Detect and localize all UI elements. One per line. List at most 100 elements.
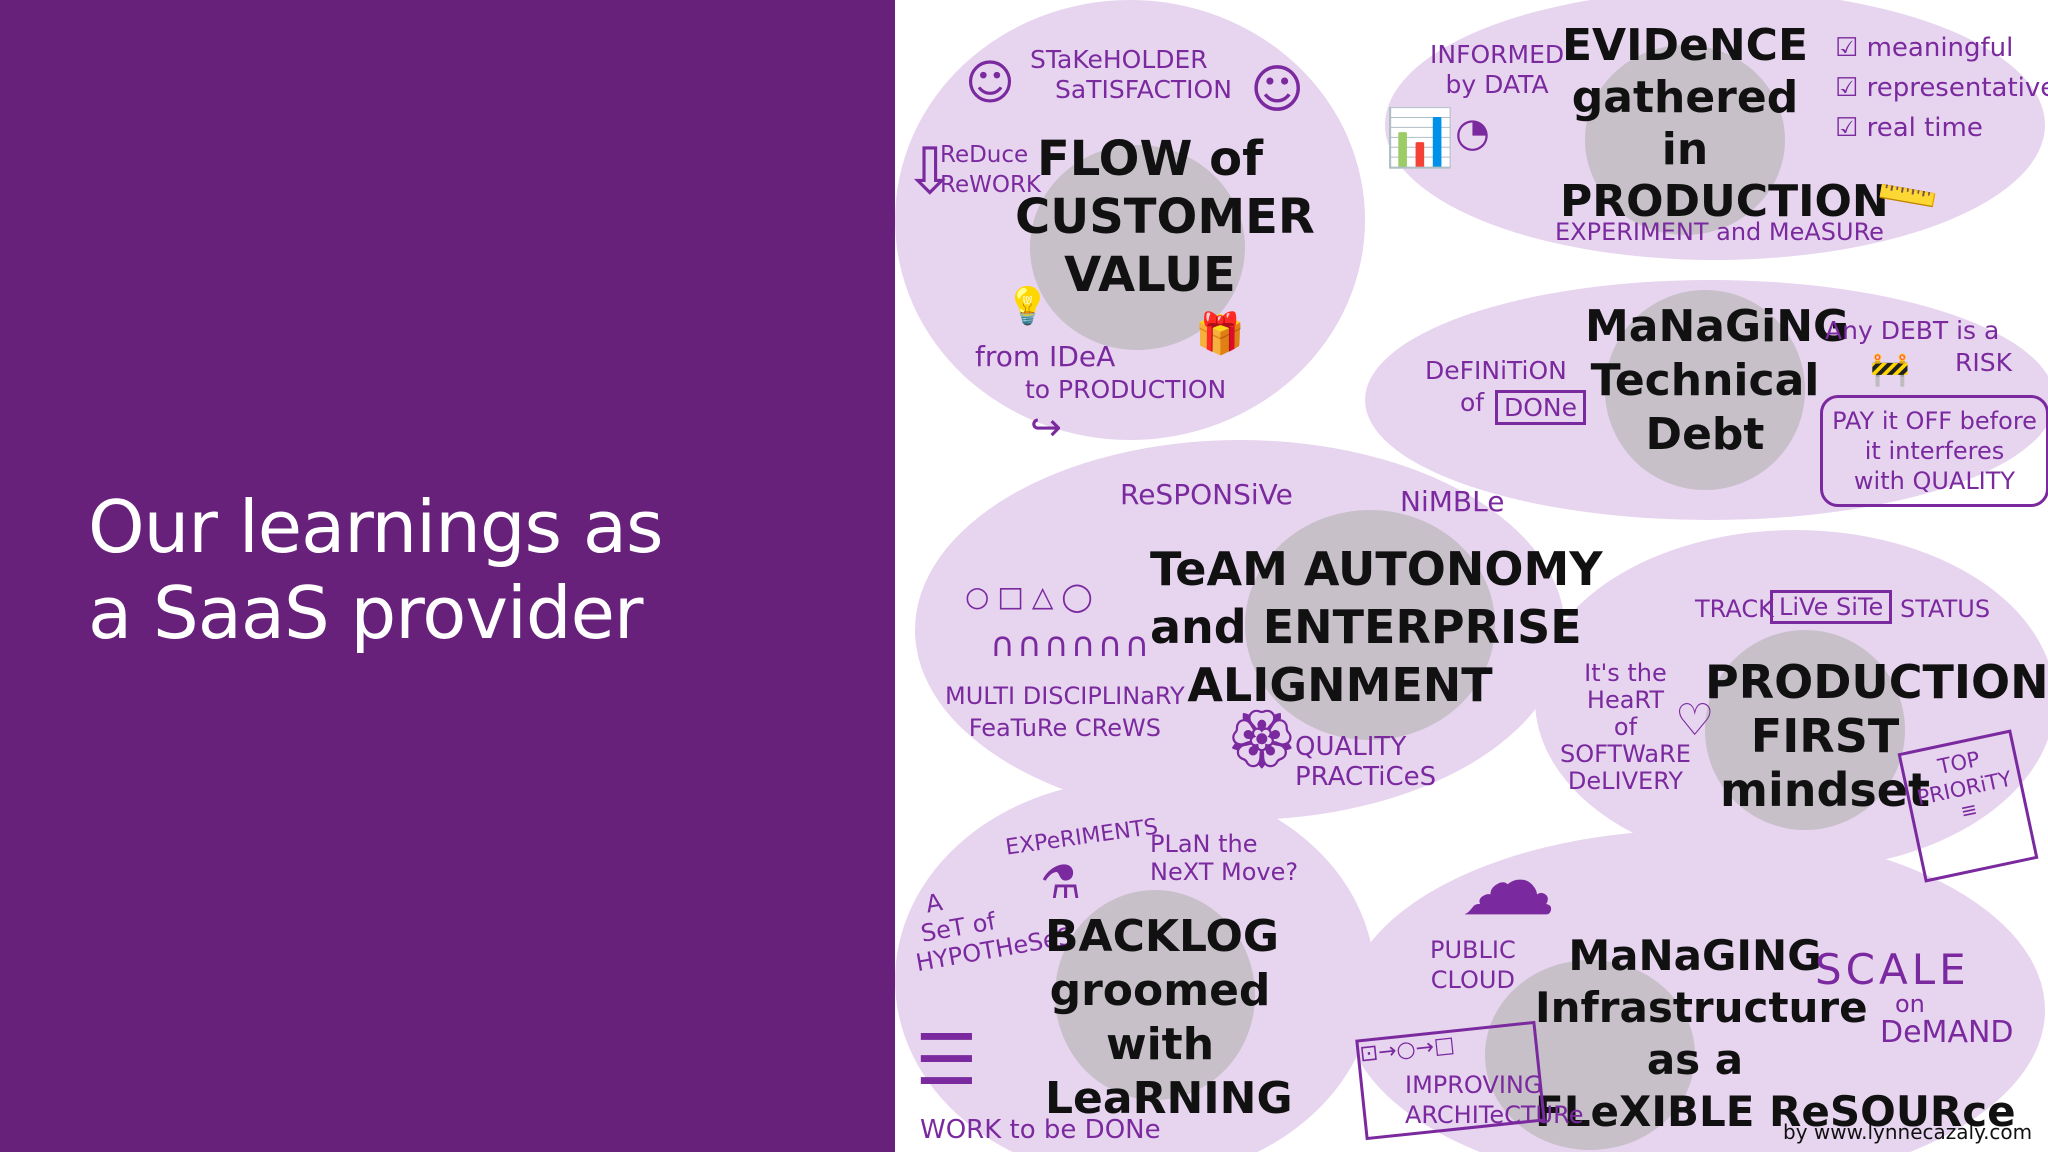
infra-title-line-3: as a — [1646, 1035, 1744, 1084]
debt-title-line-1: MaNaGiNG — [1585, 301, 1850, 352]
experiment-measure-label: EXPERIMENT and MeASURe — [1555, 218, 1884, 246]
public-line-1: PUBLIC — [1430, 936, 1516, 964]
sketchnote-image: STaKeHOLDER SaTISFACTION ☺ ☺ ⇩ ReDuce Re… — [895, 0, 2048, 1152]
slide-title: Our learnings as a SaaS provider — [88, 484, 848, 656]
flow-title-line-3: VALUE — [1064, 247, 1236, 303]
heart-label: It's the HeaRT of SOFTWaRE DeLIVERY — [1560, 660, 1691, 795]
backlog-title-line-2: groomed — [1049, 965, 1271, 1016]
pay-line-3: with QUALITY — [1853, 467, 2016, 495]
done-box: DONe — [1495, 390, 1587, 425]
evidence-title-line-1: EVIDeNCE — [1561, 20, 1809, 71]
public-cloud-label: PUBLIC CLOUD — [1430, 935, 1516, 995]
status-label: STATUS — [1900, 595, 1991, 623]
checkbox-icon: ☑ — [1835, 73, 1867, 103]
title-panel: Our learnings as a SaaS provider — [0, 0, 895, 1152]
core-team — [1245, 510, 1495, 740]
improving-architecture-label: IMPROVING ARCHITeCTURe — [1405, 1070, 1583, 1130]
stakeholder-label: STaKeHOLDER SaTISFACTION — [1030, 45, 1232, 105]
team-title-line-2: and ENTERPRISE — [1150, 600, 1582, 654]
improving-line-1: IMPROVING — [1405, 1071, 1543, 1099]
track-label: TRACK — [1695, 595, 1774, 623]
debt-title-line-3: Debt — [1645, 409, 1765, 460]
curved-arrow-icon: ↪ — [1030, 405, 1062, 449]
quality-line-2: PRACTiCeS — [1295, 762, 1437, 792]
improving-line-2: ARCHITeCTURe — [1405, 1101, 1584, 1129]
pay-it-off-callout: PAY it OFF before it interferes with QUA… — [1820, 395, 2048, 507]
slide-title-line-1: Our learnings as — [88, 485, 664, 569]
plan-next-move-label: PLaN the NeXT Move? — [1150, 830, 1298, 886]
check-label-2: representative — [1866, 73, 2048, 103]
people-row-icon: ∩∩∩∩∩∩ — [990, 625, 1152, 665]
pie-chart-icon: ◔ — [1455, 110, 1490, 156]
lightbulb-icon: 💡 — [1005, 286, 1050, 327]
checklist-item-2: ☑ representative — [1835, 68, 2048, 108]
informed-line-1: INFORMED — [1430, 40, 1565, 69]
nimble-label: NiMBLe — [1400, 485, 1505, 518]
debt-title-line-2: Technical — [1590, 355, 1820, 406]
stacked-lines-icon: ☰ — [915, 1019, 978, 1101]
flow-title-line-1: FLOW of — [1037, 131, 1263, 187]
stakeholder-line-2: SaTISFACTION — [1055, 75, 1232, 104]
checklist-item-1: ☑ meaningful — [1835, 28, 2048, 68]
team-title: TeAM AUTONOMY and ENTERPRISE ALIGNMENT — [1150, 540, 1603, 714]
from-idea-label: from IDeA — [975, 340, 1116, 373]
informed-by-data-label: INFORMED by DATA — [1430, 40, 1564, 100]
checklist-item-3: ☑ real time — [1835, 108, 2048, 148]
check-label-3: real time — [1866, 113, 1983, 143]
evidence-title: EVIDeNCE gathered in PRODUCTION — [1560, 20, 1889, 228]
reduce-line-1: ReDuce — [940, 142, 1029, 168]
heart-icon: ♡ — [1675, 695, 1715, 746]
work-to-be-done-label: WORK to be DONe — [920, 1115, 1161, 1145]
definition-line-1: DeFINiTiON — [1425, 356, 1567, 385]
core-backlog — [1055, 890, 1255, 1100]
flow-title-line-2: CUSTOMER — [1015, 189, 1315, 245]
quality-practices-label: QUALITY PRACTiCeS — [1295, 732, 1436, 792]
pay-line-2: it interferes — [1864, 437, 2005, 465]
core-flow — [1030, 145, 1245, 350]
dashboard-charts-icon: 📊 — [1385, 106, 1455, 171]
evidence-title-line-3: in — [1661, 124, 1709, 175]
infra-title-line-2: Infrastructure — [1535, 983, 1868, 1032]
on-label: on — [1895, 990, 1925, 1018]
cloud-icon: ☁ — [1460, 825, 1556, 937]
heart-line-3: of — [1613, 713, 1638, 741]
team-title-line-1: TeAM AUTONOMY — [1150, 542, 1603, 596]
definition-label: DeFINiTiON of — [1425, 355, 1567, 419]
checklist: ☑ meaningful ☑ representative ☑ real tim… — [1835, 28, 2048, 148]
prod-first-title: PRODUCTION- FIRST mindset — [1705, 655, 2048, 817]
crews-line-2: FeaTuRe CReWS — [968, 714, 1161, 742]
smiley-face-icon: ☺ — [1250, 60, 1305, 120]
crews-label: MULTI DISCIPLINaRY FeaTuRe CReWS — [945, 680, 1185, 744]
backlog-title: BACKLOG groomed with LeaRNING — [1045, 910, 1293, 1126]
pay-line-1: PAY it OFF before — [1832, 407, 2037, 435]
team-title-line-3: ALIGNMENT — [1187, 658, 1493, 712]
heart-line-5: DeLIVERY — [1567, 767, 1683, 795]
to-production-label: to PRODUCTION — [1025, 375, 1227, 404]
flow-title: FLOW of CUSTOMER VALUE — [1015, 130, 1315, 304]
prod-first-line-3: mindset — [1720, 763, 1930, 817]
backlog-title-line-4: LeaRNING — [1045, 1073, 1293, 1124]
evidence-title-line-2: gathered — [1571, 72, 1799, 123]
prod-first-line-1: PRODUCTION- — [1705, 655, 2048, 709]
reduce-rework-label: ReDuce ReWORK — [940, 140, 1041, 200]
core-debt — [1605, 290, 1805, 490]
down-arrow-icon: ⇩ — [903, 135, 957, 209]
plan-line-2: NeXT Move? — [1150, 858, 1299, 886]
core-prod-first — [1705, 630, 1905, 830]
prod-first-line-2: FIRST — [1750, 709, 1900, 763]
definition-line-2: of — [1460, 388, 1485, 417]
demand-label: DeMAND — [1880, 1015, 2014, 1050]
responsive-label: ReSPONSiVe — [1120, 478, 1293, 511]
rosette-award-icon: 🏵 — [1225, 705, 1299, 773]
checkbox-icon: ☑ — [1835, 33, 1867, 63]
plan-line-1: PLaN the — [1150, 830, 1258, 858]
any-debt-label: Any DEBT is a RISK — [1825, 315, 2012, 379]
quality-line-1: QUALITY — [1295, 732, 1407, 762]
gift-icon: 🎁 — [1195, 311, 1245, 357]
happy-face-icon: ☺ — [965, 55, 1016, 111]
backlog-title-line-3: with — [1105, 1019, 1215, 1070]
reduce-line-2: ReWORK — [940, 172, 1042, 198]
checkbox-icon: ☑ — [1835, 113, 1867, 143]
live-site-box: LiVe SiTe — [1770, 590, 1893, 624]
public-line-2: CLOUD — [1430, 966, 1515, 994]
